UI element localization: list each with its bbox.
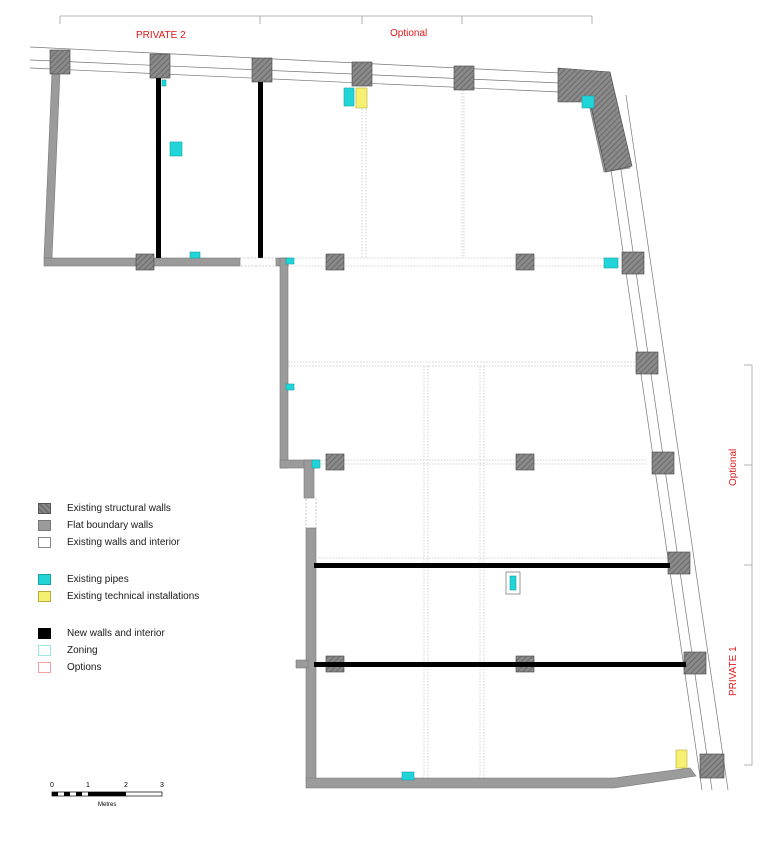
- options-dimension-top: [59, 15, 593, 24]
- new-walls: [156, 78, 686, 667]
- boundary-swatch-icon: [38, 520, 51, 531]
- legend-item-technical: Existing technical installations: [38, 588, 268, 605]
- legend-item-new-walls: New walls and interior: [38, 625, 268, 642]
- label-optional-right: Optional: [728, 449, 739, 486]
- scale-tick-label: 3: [160, 782, 164, 789]
- legend-label: Options: [67, 662, 102, 673]
- existing-technical-installations: [355, 87, 688, 769]
- legend-label: New walls and interior: [67, 628, 165, 639]
- legend-label: Existing walls and interior: [67, 537, 180, 548]
- legend-label: Existing technical installations: [67, 591, 200, 602]
- legend-label: Existing pipes: [67, 574, 129, 585]
- scale-tick-label: 0: [50, 782, 54, 789]
- label-optional-top: Optional: [390, 28, 427, 39]
- legend: Existing structural walls Flat boundary …: [38, 500, 268, 676]
- zoning-swatch-icon: [38, 645, 51, 656]
- structural-swatch-icon: [38, 503, 51, 514]
- technical-swatch-icon: [38, 591, 51, 602]
- label-private-2: PRIVATE 2: [136, 30, 186, 41]
- pipes-swatch-icon: [38, 574, 51, 585]
- options-swatch-icon: [38, 662, 51, 673]
- legend-label: Existing structural walls: [67, 503, 171, 514]
- scale-tick-label: 1: [86, 782, 90, 789]
- legend-item-zoning: Zoning: [38, 642, 268, 659]
- door-openings: [239, 257, 317, 529]
- legend-item-boundary: Flat boundary walls: [38, 517, 268, 534]
- scale-tick-label: 2: [124, 782, 128, 789]
- options-dimension-right: [744, 364, 753, 766]
- existing-interior-swatch-icon: [38, 537, 51, 548]
- scale-bar-graphic: [51, 791, 163, 797]
- pipe-outline: [505, 571, 521, 595]
- flat-boundary-walls: [43, 69, 697, 789]
- zoning-lines: [288, 85, 670, 778]
- structural-columns: [49, 49, 725, 779]
- legend-item-structural: Existing structural walls: [38, 500, 268, 517]
- label-private-1: PRIVATE 1: [728, 646, 739, 696]
- legend-item-pipes: Existing pipes: [38, 571, 268, 588]
- existing-pipes: [161, 79, 619, 781]
- legend-label: Zoning: [67, 645, 98, 656]
- legend-item-existing-interior: Existing walls and interior: [38, 534, 268, 551]
- legend-label: Flat boundary walls: [67, 520, 154, 531]
- legend-item-options: Options: [38, 659, 268, 676]
- scale-bar: 0 1 2 3 Metres: [48, 782, 168, 810]
- new-walls-swatch-icon: [38, 628, 51, 639]
- scale-unit-label: Metres: [98, 802, 117, 808]
